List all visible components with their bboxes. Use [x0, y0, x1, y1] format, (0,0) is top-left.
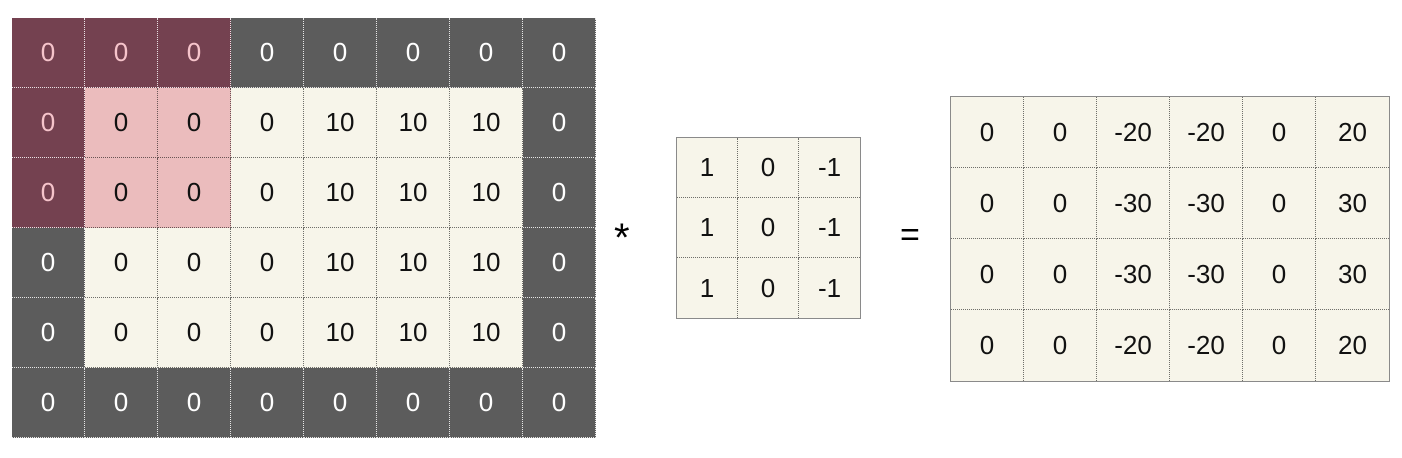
input-cell: 0 [85, 298, 158, 368]
input-cell: 0 [523, 158, 596, 228]
input-cell: 0 [450, 18, 523, 88]
kernel-cell: 1 [677, 258, 738, 318]
output-cell: -30 [1170, 239, 1243, 310]
output-cell: 0 [1243, 168, 1316, 239]
input-cell: 0 [231, 228, 304, 298]
output-cell: 0 [951, 97, 1024, 168]
input-cell: 0 [158, 88, 231, 158]
input-cell: 10 [377, 228, 450, 298]
kernel-cell: 0 [738, 138, 799, 198]
output-cell: 0 [1024, 97, 1097, 168]
input-cell: 10 [304, 158, 377, 228]
output-cell: 0 [1243, 97, 1316, 168]
output-cell: 0 [1243, 239, 1316, 310]
output-cell: 0 [1243, 310, 1316, 381]
output-cell: -30 [1097, 168, 1170, 239]
output-cell: -20 [1097, 310, 1170, 381]
input-cell: 0 [231, 298, 304, 368]
input-cell: 0 [231, 18, 304, 88]
input-cell: 10 [450, 228, 523, 298]
input-cell: 10 [377, 88, 450, 158]
input-cell: 10 [450, 158, 523, 228]
input-cell: 10 [377, 158, 450, 228]
input-cell: 0 [523, 298, 596, 368]
kernel-cell: -1 [817, 272, 842, 303]
equals-operator: = [900, 216, 920, 254]
output-cell: -30 [1170, 168, 1243, 239]
output-cell: 0 [1024, 239, 1097, 310]
input-cell: 0 [158, 298, 231, 368]
output-cell: -20 [1170, 310, 1243, 381]
input-cell: 10 [304, 228, 377, 298]
input-cell: 0 [523, 368, 596, 438]
kernel-cell: 0 [738, 258, 799, 318]
input-cell: 0 [12, 298, 85, 368]
input-cell: 0 [158, 228, 231, 298]
input-cell: 0 [231, 158, 304, 228]
output-cell: 20 [1338, 330, 1367, 360]
input-cell: 10 [377, 298, 450, 368]
input-cell: 10 [450, 298, 523, 368]
input-cell: 0 [85, 88, 158, 158]
input-cell: 0 [377, 368, 450, 438]
input-cell: 10 [304, 88, 377, 158]
output-cell: -30 [1097, 239, 1170, 310]
input-cell: 0 [85, 368, 158, 438]
input-cell: 0 [304, 18, 377, 88]
kernel-cell: -1 [799, 198, 860, 258]
output-cell: 0 [1024, 310, 1097, 381]
input-cell: 0 [85, 18, 158, 88]
kernel-cell: 0 [738, 198, 799, 258]
input-cell: 0 [231, 368, 304, 438]
input-cell: 0 [12, 368, 85, 438]
input-cell: 0 [231, 88, 304, 158]
output-cell: 20 [1316, 97, 1389, 168]
input-cell: 0 [523, 228, 596, 298]
input-cell: 0 [304, 368, 377, 438]
kernel-cell: 1 [677, 198, 738, 258]
output-cell: 30 [1316, 168, 1389, 239]
output-cell: 0 [1024, 168, 1097, 239]
input-cell: 0 [85, 228, 158, 298]
input-cell: 0 [158, 18, 231, 88]
input-cell: 10 [304, 298, 377, 368]
output-cell: 0 [951, 168, 1024, 239]
output-cell: 0 [951, 239, 1024, 310]
output-cell: 30 [1316, 239, 1389, 310]
input-cell: 0 [450, 368, 523, 438]
input-cell: 0 [377, 18, 450, 88]
output-cell: 0 [951, 310, 1024, 381]
input-cell: 0 [158, 368, 231, 438]
output-cell: -20 [1170, 97, 1243, 168]
input-cell: 0 [12, 18, 85, 88]
input-cell: 0 [158, 158, 231, 228]
input-cell: 0 [12, 88, 85, 158]
input-cell: 0 [12, 228, 85, 298]
input-cell: 0 [85, 158, 158, 228]
input-cell: 10 [450, 88, 523, 158]
input-cell: 0 [12, 158, 85, 228]
input-cell: 0 [523, 88, 596, 158]
input-cell: 0 [523, 18, 596, 88]
kernel-cell: -1 [799, 138, 860, 198]
kernel-cell: 1 [677, 138, 738, 198]
convolution-operator: * [614, 216, 630, 260]
output-cell: -20 [1097, 97, 1170, 168]
